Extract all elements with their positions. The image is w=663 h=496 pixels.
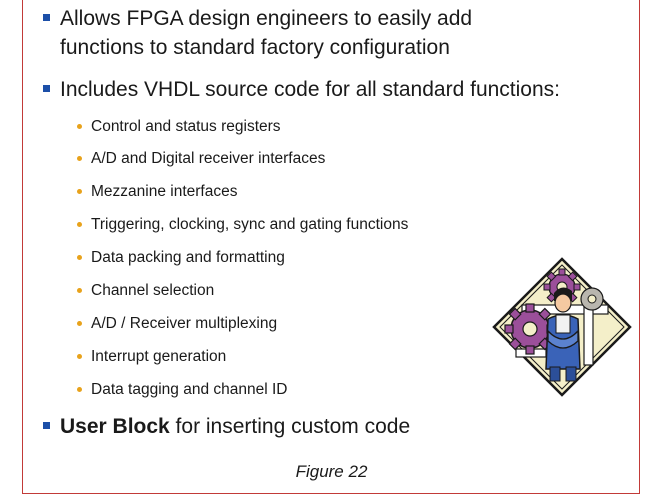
round-bullet-icon xyxy=(77,321,82,326)
sub-bullet-item: Interrupt generation xyxy=(77,347,227,367)
figure-caption: Figure 22 xyxy=(295,462,368,481)
sub-bullet-item: Data packing and formatting xyxy=(77,248,285,268)
sub-bullet-text: Channel selection xyxy=(91,282,215,299)
sub-bullet-item: A/D and Digital receiver interfaces xyxy=(77,149,326,169)
round-bullet-icon xyxy=(77,156,82,161)
round-bullet-icon xyxy=(77,354,82,359)
bullet-text: Allows FPGA design engineers to easily a… xyxy=(60,7,473,30)
sub-bullet-text: Mezzanine interfaces xyxy=(91,183,238,200)
sub-bullet-text: Triggering, clocking, sync and gating fu… xyxy=(91,216,409,233)
sub-bullet-text: Interrupt generation xyxy=(91,348,227,365)
sub-bullet-text: Data packing and formatting xyxy=(91,249,285,266)
sub-bullet-item: Channel selection xyxy=(77,281,215,301)
sub-bullet-text: A/D and Digital receiver interfaces xyxy=(91,150,326,167)
round-bullet-icon xyxy=(77,189,82,194)
square-bullet-icon xyxy=(43,85,50,92)
round-bullet-icon xyxy=(77,255,82,260)
square-bullet-icon xyxy=(43,422,50,429)
sub-bullet-text: Control and status registers xyxy=(91,118,281,135)
round-bullet-icon xyxy=(77,387,82,392)
sub-bullet-item: Control and status registers xyxy=(77,117,281,137)
round-bullet-icon xyxy=(77,222,82,227)
sub-bullet-item: A/D / Receiver multiplexing xyxy=(77,314,278,334)
bullet-text: functions to standard factory configurat… xyxy=(60,36,450,59)
round-bullet-icon xyxy=(77,124,82,129)
sub-bullet-text: A/D / Receiver multiplexing xyxy=(91,315,278,332)
round-bullet-icon xyxy=(77,288,82,293)
bullet-bold-text: User Block xyxy=(60,415,170,438)
bullet-text: for inserting custom code xyxy=(169,415,411,438)
square-bullet-icon xyxy=(43,14,50,21)
sub-bullet-text: Data tagging and channel ID xyxy=(91,381,288,398)
bullet-text: Includes VHDL source code for all standa… xyxy=(60,78,560,101)
bullet-item-3: User Block for inserting custom code xyxy=(43,413,411,440)
bullet-item-1: Allows FPGA design engineers to easily a… xyxy=(43,5,473,32)
sub-bullet-item: Triggering, clocking, sync and gating fu… xyxy=(77,215,409,235)
sub-bullet-item: Data tagging and channel ID xyxy=(77,380,288,400)
engineer-with-gears-icon xyxy=(492,257,632,397)
bullet-item-2: Includes VHDL source code for all standa… xyxy=(43,76,560,103)
sub-bullet-item: Mezzanine interfaces xyxy=(77,182,238,202)
bullet-item-1-continued: functions to standard factory configurat… xyxy=(60,34,450,61)
slide-panel xyxy=(22,0,640,494)
